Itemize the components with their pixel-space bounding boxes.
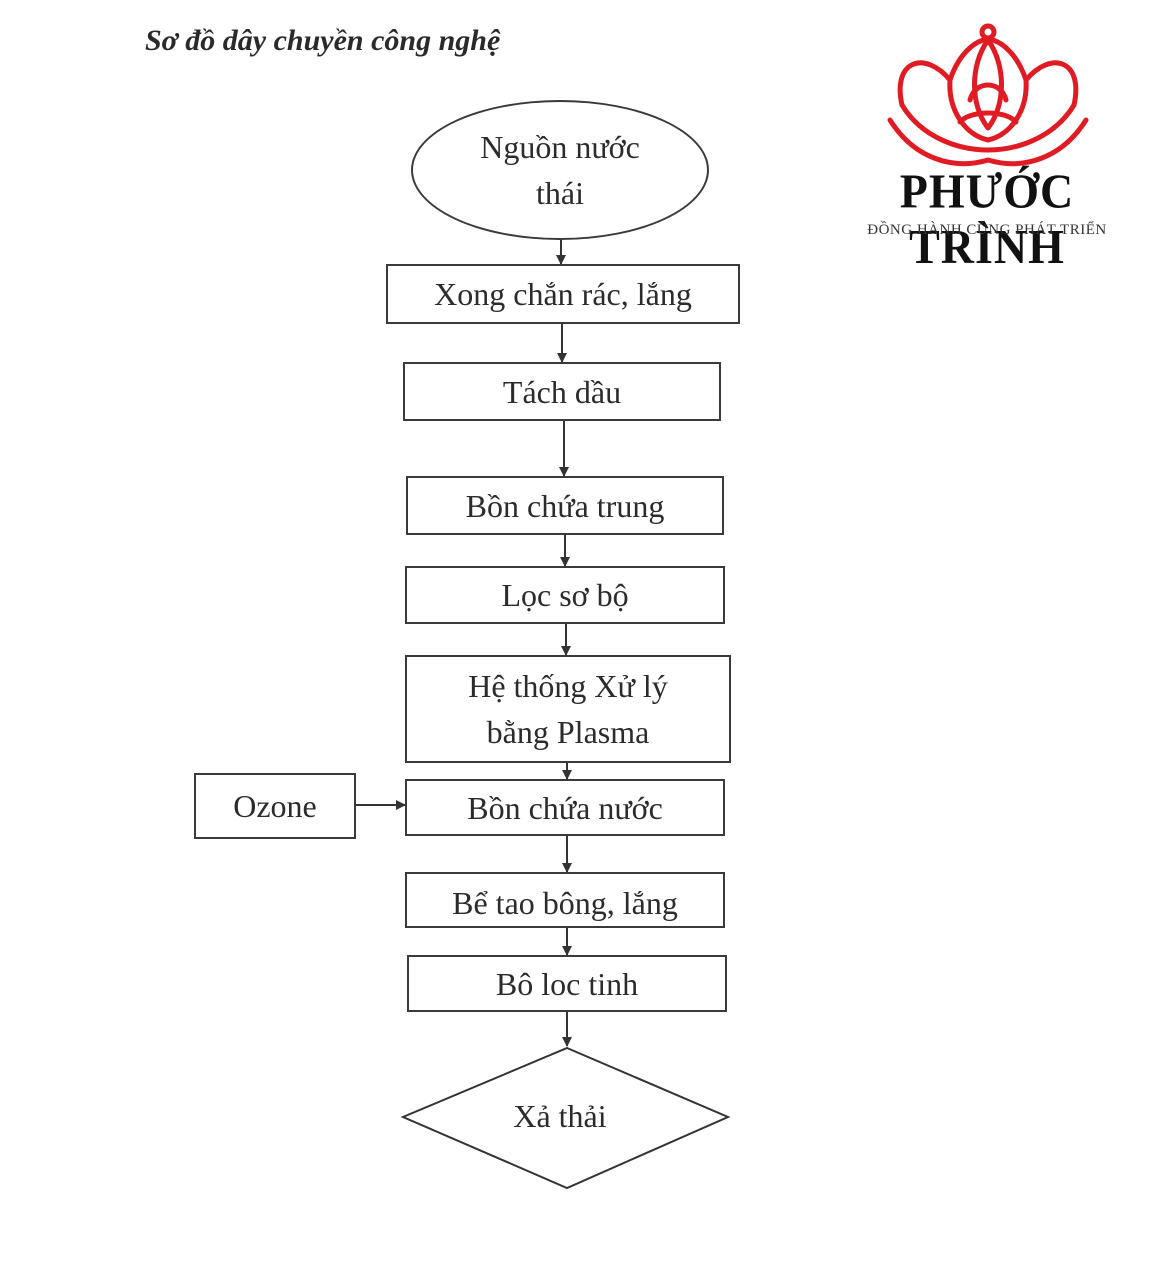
node-flocculation-settling: Bể tao bông, lắng xyxy=(405,872,725,928)
node-plasma-line2: bằng Plasma xyxy=(486,714,650,750)
node-pre-filter: Lọc sơ bộ xyxy=(405,566,725,624)
node-source-line2: thái xyxy=(536,175,584,211)
node-equalization-tank: Bồn chứa trung xyxy=(406,476,724,535)
discharge-shape xyxy=(400,1046,731,1190)
node-plasma-treatment: Hệ thống Xử lý bằng Plasma xyxy=(405,655,731,763)
node-source-line1: Nguồn nước xyxy=(480,129,640,165)
node-ozone: Ozone xyxy=(194,773,356,839)
brand-name: PHƯỚC TRÌNH xyxy=(899,164,1075,274)
lotus-logo-icon xyxy=(887,23,1089,167)
node-discharge-label: Xả thải xyxy=(513,1098,607,1134)
page-title: Sơ đồ dây chuyền công nghệ xyxy=(145,24,501,57)
node-water-tank: Bồn chứa nước xyxy=(405,779,725,836)
node-oil-separation: Tách dầu xyxy=(403,362,721,421)
node-screen-settling: Xong chắn rác, lắng xyxy=(386,264,740,324)
brand-tagline: ĐỒNG HÀNH CÙNG PHÁT TRIỂN xyxy=(867,222,1107,238)
node-wastewater-source: Nguồn nước thái xyxy=(411,100,709,240)
node-fine-filter: Bô loc tinh xyxy=(407,955,727,1012)
node-plasma-line1: Hệ thống Xử lý xyxy=(468,668,668,704)
